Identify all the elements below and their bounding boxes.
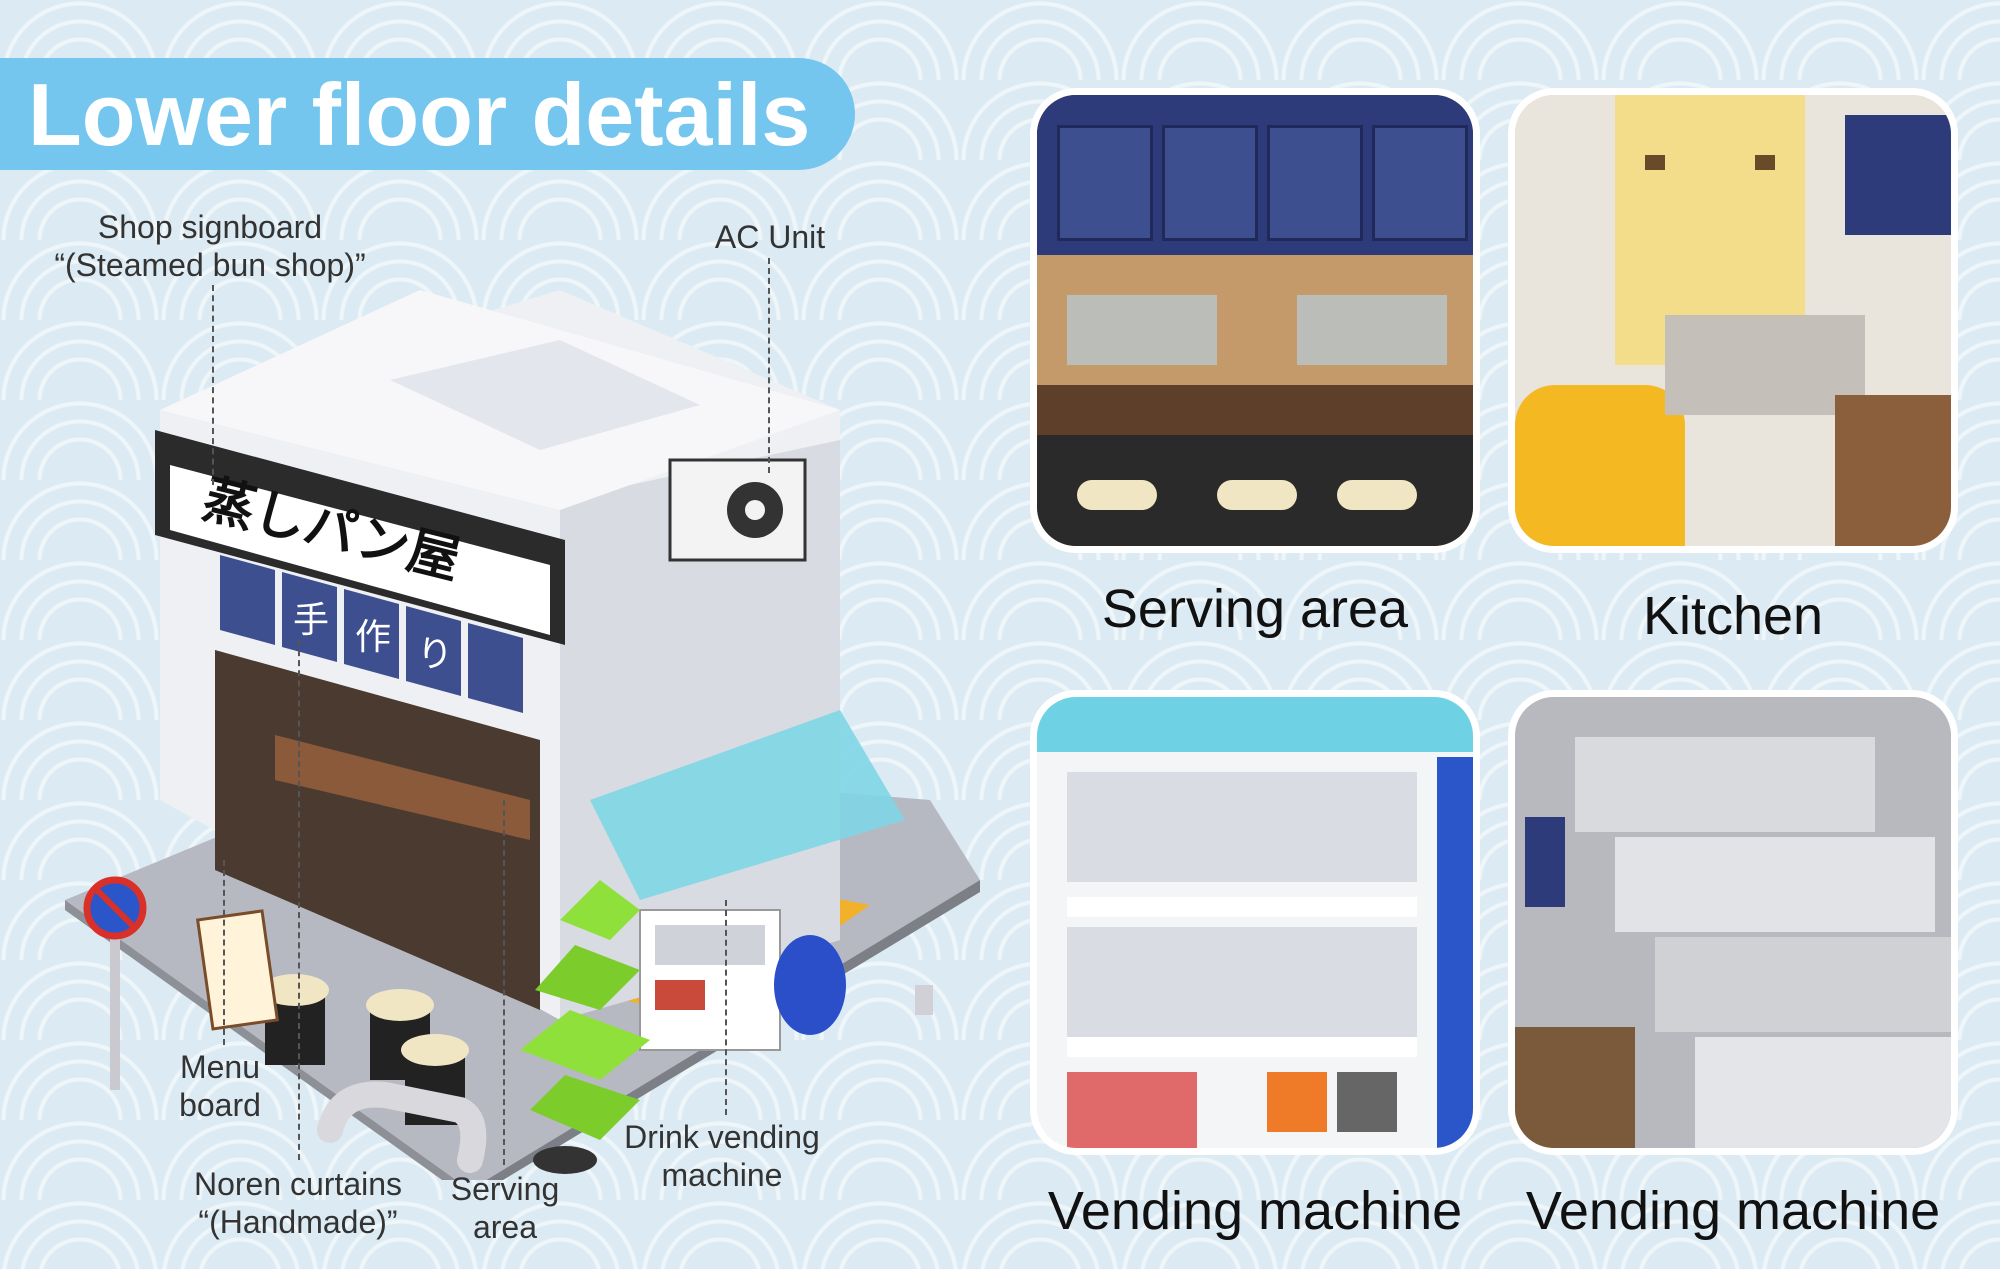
leader-menu-board	[223, 860, 225, 1045]
page-title: Lower floor details	[28, 65, 811, 164]
photo-vending-machine-front	[1030, 690, 1480, 1155]
noren-curtains: 手 作 り	[220, 555, 523, 713]
callout-serving-area: Serving area	[450, 1171, 560, 1245]
leader-serving-area	[503, 800, 505, 1165]
photo-vending-machine-stairs	[1508, 690, 1958, 1155]
callout-vending-machine: Drink vending machine	[624, 1119, 820, 1193]
callout-menu-board: Menu board	[179, 1049, 261, 1123]
bollard	[915, 985, 933, 1015]
leader-noren	[298, 640, 300, 1160]
callout-ac-unit: AC Unit	[714, 219, 826, 255]
menu-board	[195, 909, 280, 1031]
callout-shop-signboard: Shop signboard “(Steamed bun shop)”	[54, 209, 366, 283]
leader-vending-machine	[725, 900, 727, 1115]
leader-shop-signboard	[212, 285, 214, 485]
noren-char-3: り	[417, 634, 453, 675]
pipe	[317, 1081, 487, 1173]
noren-char-1: 手	[293, 600, 329, 641]
caption-vending-machine-2: Vending machine	[1525, 1181, 1941, 1241]
vending-awning	[590, 710, 905, 900]
caption-serving-area: Serving area	[1101, 579, 1409, 639]
noren-char-2: 作	[355, 617, 391, 658]
callout-noren: Noren curtains “(Handmade)”	[193, 1166, 403, 1240]
shop-illustration: 蒸しパン屋 手 作 り	[0, 180, 1000, 1200]
leader-ac-unit	[768, 258, 770, 473]
no-parking-sign	[83, 876, 147, 1090]
caption-vending-machine-1: Vending machine	[1047, 1181, 1463, 1241]
trash-bin	[774, 935, 846, 1035]
photo-serving-area	[1030, 88, 1480, 553]
tree	[520, 880, 650, 1174]
caption-kitchen: Kitchen	[1642, 586, 1824, 646]
title-banner	[0, 58, 855, 170]
shop-front	[215, 650, 540, 1010]
photo-kitchen	[1508, 88, 1958, 553]
